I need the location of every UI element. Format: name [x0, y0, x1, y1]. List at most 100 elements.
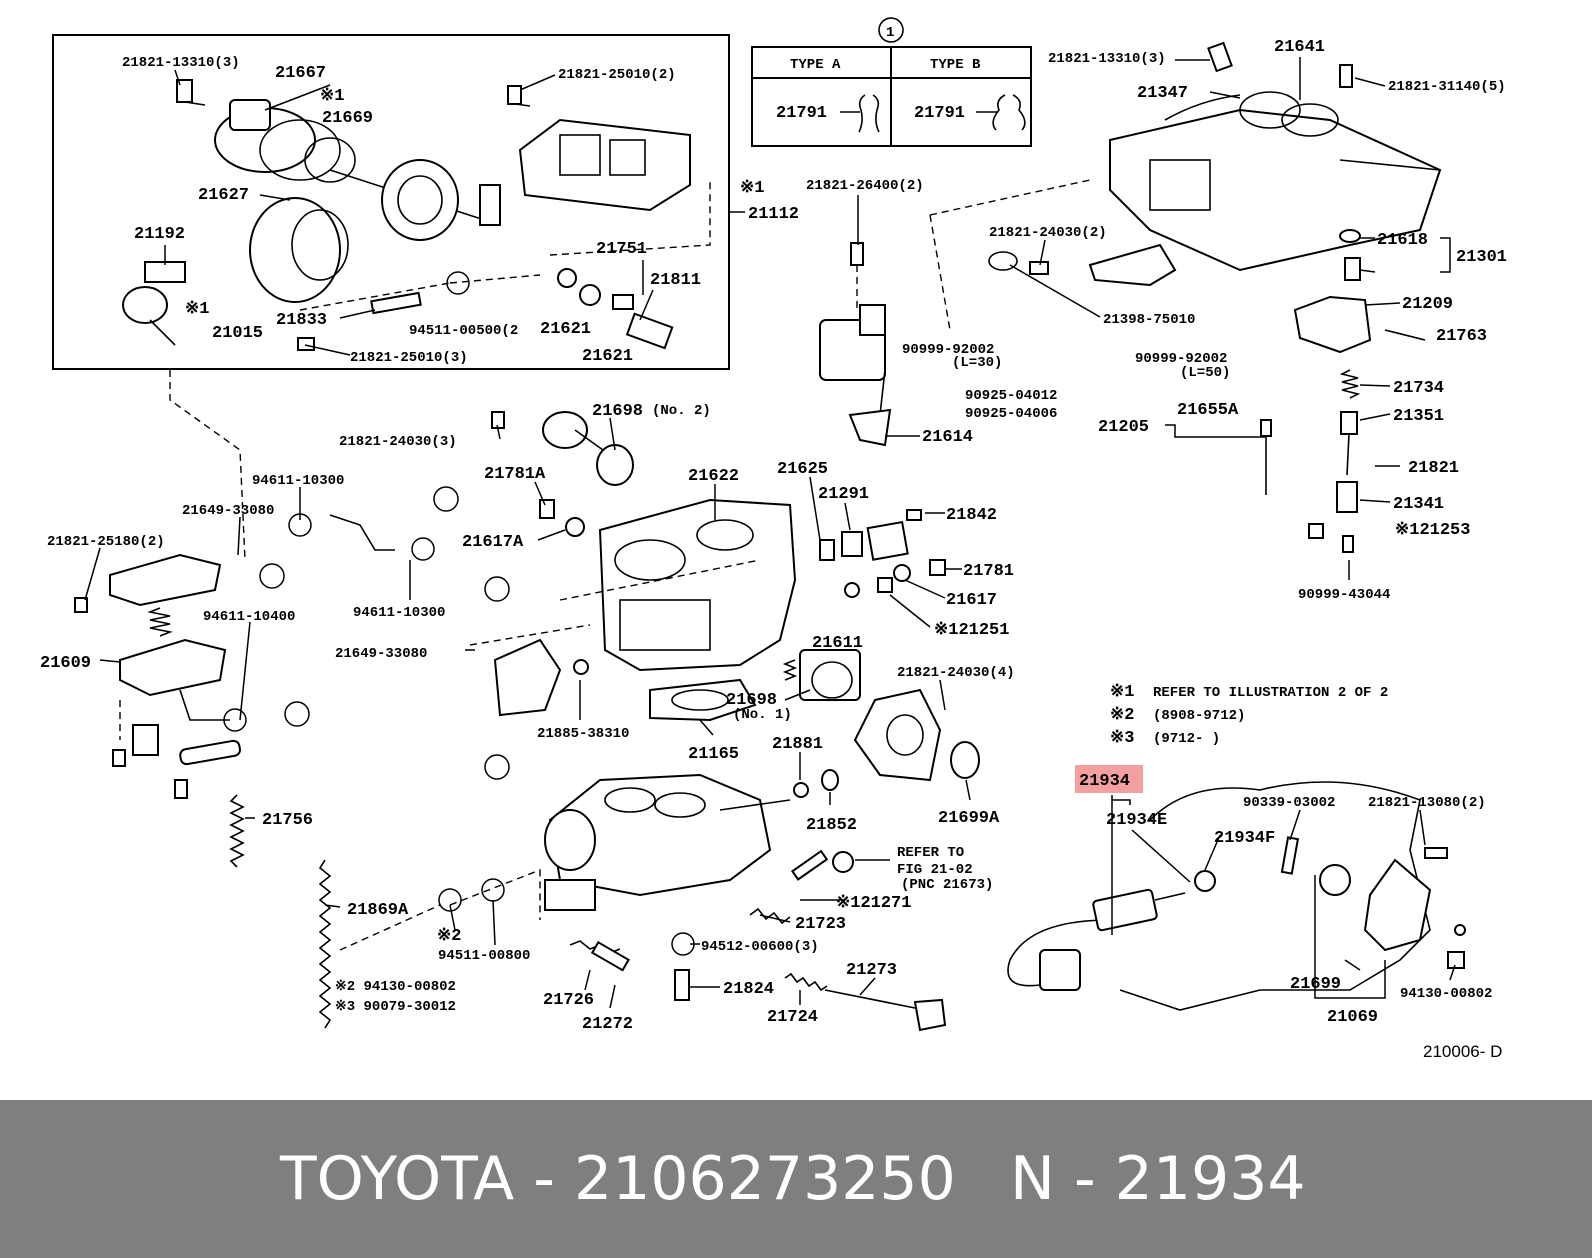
- part-21667-body: [214, 99, 356, 183]
- note-1-mark: ※1: [1110, 683, 1134, 702]
- label-21641: 21641: [1274, 38, 1325, 57]
- label-x2-a: ※2: [437, 927, 461, 946]
- label-21192: 21192: [134, 225, 185, 244]
- label-21699a: 21699A: [938, 809, 1000, 828]
- label-no1: (No. 1): [733, 707, 792, 723]
- label-94511-00500: 94511-00500(2: [409, 323, 518, 339]
- label-21811: 21811: [650, 271, 701, 290]
- label-21781: 21781: [963, 562, 1014, 581]
- part-21112-carb-top: [518, 118, 691, 212]
- label-21698-no1: 21698: [726, 691, 777, 710]
- label-90339-03002: 90339-03002: [1243, 795, 1335, 811]
- part-21614-vacuum-valve: [819, 242, 892, 447]
- label-21821-24030-c: 21821-24030(4): [897, 665, 1015, 681]
- label-x2-94130: ※2 94130-00802: [335, 979, 456, 995]
- part-21627-diaphragm: [249, 197, 349, 303]
- left-fittings: [329, 499, 946, 717]
- label-21165: 21165: [688, 745, 739, 764]
- label-21726: 21726: [543, 991, 594, 1010]
- label-94512-00600: 94512-00600(3): [701, 939, 819, 955]
- label-21763: 21763: [1436, 327, 1487, 346]
- label-no2: (No. 2): [652, 403, 711, 419]
- label-21881: 21881: [772, 735, 823, 754]
- label-21609: 21609: [40, 654, 91, 673]
- label-21667: 21667: [275, 64, 326, 83]
- note-2-mark: ※2: [1110, 706, 1134, 725]
- label-x1-a: ※1: [320, 87, 344, 106]
- label-90925-04006: 90925-04006: [965, 406, 1057, 422]
- label-21934e: 21934E: [1106, 811, 1167, 830]
- drawing-number: 210006- D: [1423, 1042, 1502, 1061]
- label-21699: 21699: [1290, 975, 1341, 994]
- type-table: 1 TYPE A TYPE B 21791 21791: [751, 17, 1032, 147]
- type-b-part: 21791: [914, 104, 965, 123]
- label-21723: 21723: [795, 915, 846, 934]
- refer-to-line-2: FIG 21-02: [897, 862, 973, 878]
- label-x1-21251: ※121251: [934, 621, 1009, 640]
- label-21821-25180: 21821-25180(2): [47, 534, 165, 550]
- label-21649-33080-a: 21649-33080: [182, 503, 274, 519]
- label-21824: 21824: [723, 980, 774, 999]
- circle-markers: [223, 271, 695, 956]
- part-21669-shaft: [329, 159, 501, 241]
- label-21617a: 21617A: [462, 533, 524, 552]
- label-x3-90079: ※3 90079-30012: [335, 999, 456, 1015]
- label-21821-31140: 21821-31140(5): [1388, 79, 1506, 95]
- label-21272: 21272: [582, 1015, 633, 1034]
- label-21724: 21724: [767, 1008, 818, 1027]
- label-21621-a: 21621: [540, 320, 591, 339]
- label-21112: 21112: [748, 205, 799, 224]
- label-21821-25010-b: 21821-25010(3): [350, 350, 468, 366]
- linkage-springs: [318, 769, 947, 1032]
- label-21842: 21842: [946, 506, 997, 525]
- label-21015: 21015: [212, 324, 263, 343]
- label-90925-04012: 90925-04012: [965, 388, 1057, 404]
- label-94511-00800: 94511-00800: [438, 948, 530, 964]
- label-21934f: 21934F: [1214, 829, 1275, 848]
- label-21821-26400: 21821-26400(2): [806, 178, 924, 194]
- label-21614: 21614: [922, 428, 973, 447]
- note-3-text: (9712- ): [1153, 731, 1220, 747]
- part-21641-manifold: [1109, 91, 1442, 272]
- label-21821-24030-a: 21821-24030(2): [989, 225, 1107, 241]
- label-21649-33080-b: 21649-33080: [335, 646, 427, 662]
- label-l30: (L=30): [952, 355, 1002, 371]
- label-21627: 21627: [198, 186, 249, 205]
- label-21291: 21291: [818, 485, 869, 504]
- label-21698-no2: 21698: [592, 402, 643, 421]
- label-21821-13080: 21821-13080(2): [1368, 795, 1486, 811]
- part-21698-no2: [491, 411, 634, 486]
- label-94611-10300-b: 94611-10300: [353, 605, 445, 621]
- type-b-header: TYPE B: [930, 57, 981, 73]
- part-21398-bracket: [988, 243, 1177, 287]
- note-3-mark: ※3: [1110, 729, 1134, 748]
- label-21301: 21301: [1456, 248, 1507, 267]
- part-21699a: [853, 688, 980, 782]
- note-2-text: (8908-9712): [1153, 708, 1245, 724]
- subassembly-frame: [52, 34, 730, 370]
- label-21617: 21617: [946, 591, 997, 610]
- small-fasteners-box: [176, 79, 674, 351]
- refer-to-line-3: (PNC 21673): [901, 877, 993, 893]
- label-21781a: 21781A: [484, 465, 546, 484]
- label-94611-10400: 94611-10400: [203, 609, 295, 625]
- label-21821-13310-a: 21821-13310(3): [122, 55, 240, 71]
- engine-outline: [1119, 781, 1431, 1011]
- part-21165-base: [544, 773, 791, 911]
- label-21669: 21669: [322, 109, 373, 128]
- label-21069: 21069: [1327, 1008, 1378, 1027]
- label-21821-24030-b: 21821-24030(3): [339, 434, 457, 450]
- label-21756: 21756: [262, 811, 313, 830]
- label-21341: 21341: [1393, 495, 1444, 514]
- part-21192-valve: [122, 261, 186, 346]
- label-21655a: 21655A: [1177, 401, 1239, 420]
- part-21622-body: [598, 498, 797, 722]
- label-21205: 21205: [1098, 418, 1149, 437]
- label-94611-10300-a: 94611-10300: [252, 473, 344, 489]
- label-90999-92002-b: 90999-92002: [1135, 351, 1227, 367]
- label-21934: 21934: [1079, 772, 1130, 791]
- notes: ※1 REFER TO ILLUSTRATION 2 OF 2 ※2 (8908…: [1110, 683, 1388, 748]
- label-21611: 21611: [812, 634, 863, 653]
- label-21833: 21833: [276, 311, 327, 330]
- part-21934-sensor: [1007, 870, 1216, 991]
